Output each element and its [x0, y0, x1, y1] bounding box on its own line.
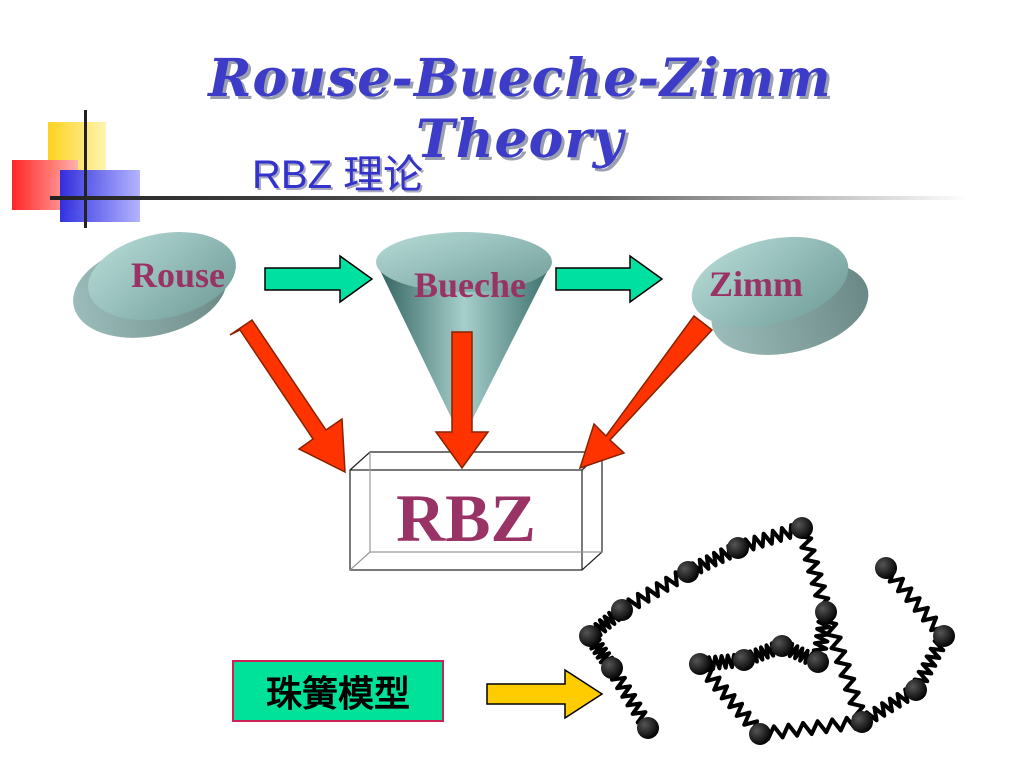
bead	[733, 649, 755, 671]
bead	[601, 657, 623, 679]
corner-decoration	[12, 110, 970, 228]
zimm-to-rbz-arrow	[578, 314, 714, 470]
spring-segment	[621, 570, 690, 615]
spring-segment	[795, 527, 831, 614]
spring-segment	[885, 566, 947, 637]
bead	[807, 651, 829, 673]
bead	[875, 557, 897, 579]
zimm-node-shape	[691, 236, 869, 355]
bead	[677, 561, 699, 583]
bead-spring-chain	[579, 517, 955, 745]
bead	[933, 625, 955, 647]
bead	[905, 679, 927, 701]
bead	[727, 537, 749, 559]
bueche-label: Bueche	[414, 265, 526, 305]
spring-segment	[610, 666, 653, 729]
bead	[689, 653, 711, 675]
bead	[749, 723, 771, 745]
rbz-box	[349, 451, 603, 571]
page-title: Rouse-Bueche-Zimm Theory	[208, 48, 832, 170]
spring-segment	[820, 611, 866, 724]
bead	[791, 517, 813, 539]
bead-spring-pointer-arrow	[486, 668, 604, 720]
rouse-to-bueche-arrow	[264, 254, 374, 304]
spring-segment	[697, 663, 761, 736]
page-subtitle: RBZ 理论	[252, 153, 424, 197]
spring-segment	[736, 523, 804, 555]
bead	[851, 711, 873, 733]
bead	[771, 635, 793, 657]
rouse-label: Rouse	[131, 255, 225, 295]
bead	[579, 625, 601, 647]
spring-segment	[758, 715, 864, 742]
zimm-label: Zimm	[709, 264, 803, 304]
rouse-node-shape	[73, 232, 236, 338]
bueche-to-rbz-arrow	[434, 331, 490, 470]
bead	[815, 601, 837, 623]
bead	[637, 717, 659, 739]
rouse-to-rbz-arrow	[229, 318, 346, 474]
bueche-to-zimm-arrow	[555, 254, 664, 304]
rbz-label: RBZ	[396, 480, 536, 556]
bead	[611, 599, 633, 621]
bead-spring-model-label: 珠簧模型	[232, 660, 444, 722]
